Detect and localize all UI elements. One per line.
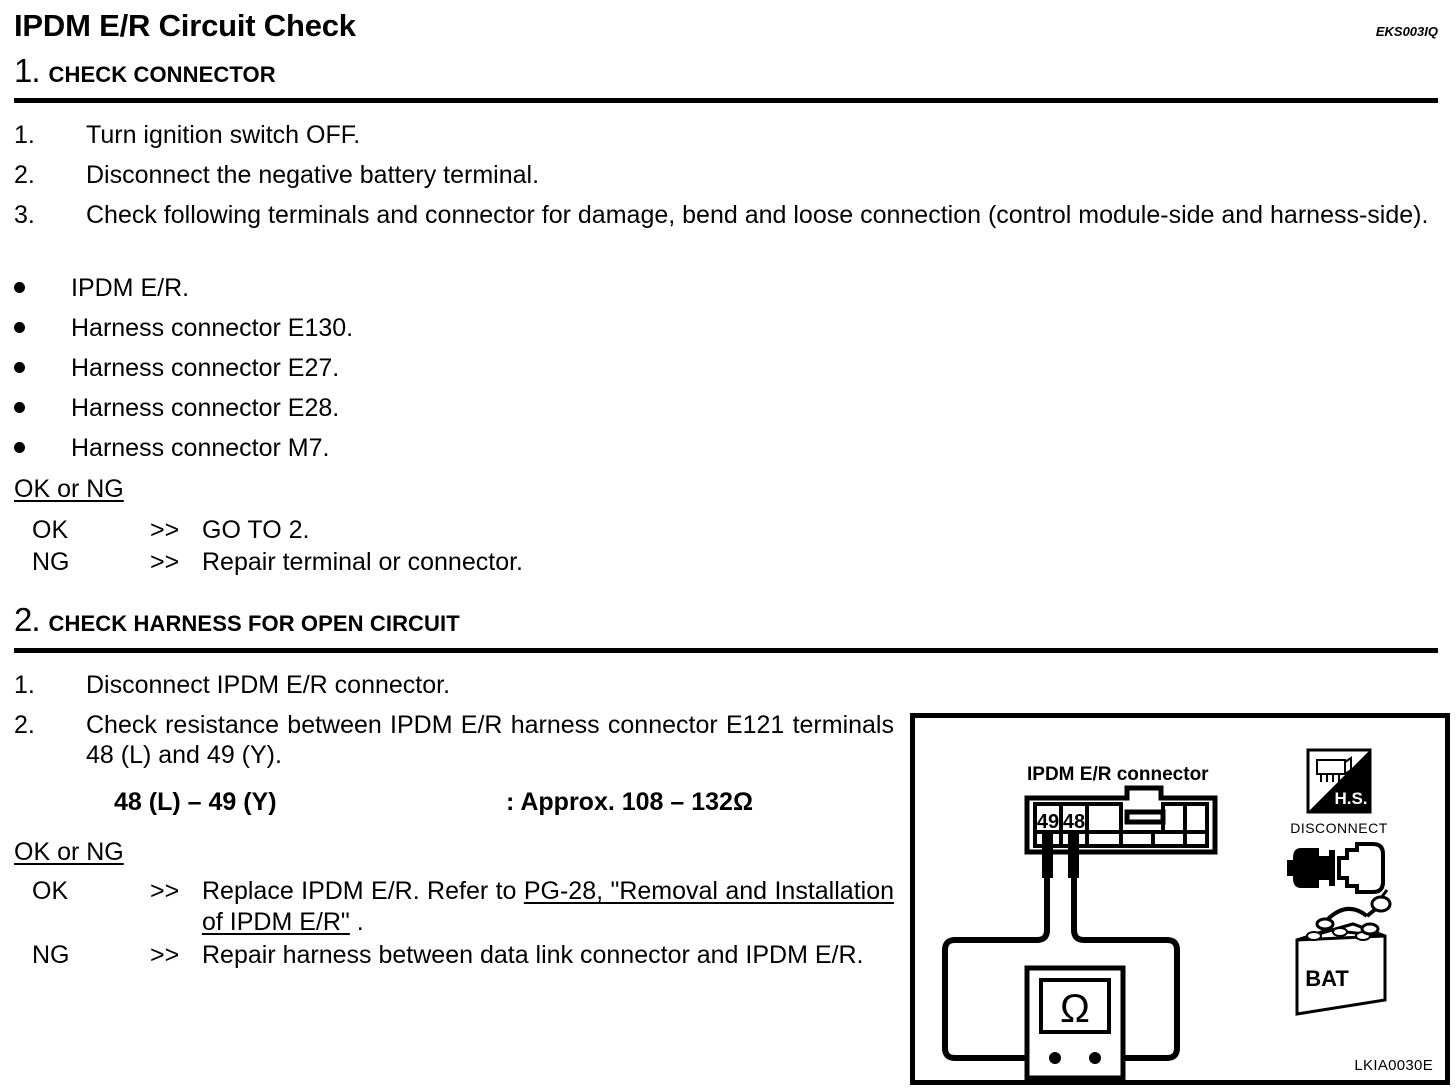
bullet-item: Harness connector E27. (14, 353, 339, 383)
section-1-result-ng: NG >> Repair terminal or connector. (32, 547, 1032, 578)
result-text-after: . (349, 908, 364, 936)
bullet-item: IPDM E/R. (14, 273, 189, 303)
ipdm-connector-graphic: 49 48 (1024, 785, 1218, 855)
diagram-svg: 49 48 Ω (942, 748, 1392, 1080)
wiring-diagram-figure: IPDM E/R connector 49 48 (910, 713, 1450, 1085)
pin-label-48: 48 (1063, 811, 1085, 833)
section-1-divider (14, 98, 1438, 103)
result-label: OK (32, 877, 69, 905)
section-1-number: 1. (14, 52, 41, 89)
bullet-dot-icon (14, 362, 25, 373)
step-marker: 1. (14, 121, 35, 149)
step-text: Turn ignition switch OFF. (86, 121, 361, 149)
result-arrow: >> (150, 516, 180, 544)
section-2-step-1: 1. Disconnect IPDM E/R connector. (14, 670, 894, 700)
step-marker: 1. (14, 671, 35, 699)
spec-terminals: 48 (L) – 49 (Y) (114, 788, 277, 816)
page-title: IPDM E/R Circuit Check (14, 8, 356, 43)
step-marker: 2. (14, 711, 35, 739)
section-2-heading: 2. CHECK HARNESS FOR OPEN CIRCUIT (14, 603, 460, 637)
bullet-dot-icon (14, 282, 25, 293)
result-label: NG (32, 548, 70, 576)
section-2-divider (14, 648, 1438, 653)
meter-terminal-left (1049, 1052, 1061, 1064)
section-1-step-2: 2. Disconnect the negative battery termi… (14, 160, 1438, 190)
hs-icon: H.S. (1306, 748, 1372, 814)
test-probes (1042, 830, 1079, 878)
section-2-result-ok: OK >> Replace IPDM E/R. Refer to PG-28, … (32, 876, 894, 938)
battery-label: BAT (1305, 966, 1349, 991)
spec-value: : Approx. 108 – 132Ω (506, 788, 753, 816)
step-text: Check following terminals and connector … (86, 201, 1429, 229)
result-text-before: Replace IPDM E/R. Refer to (202, 877, 524, 905)
section-1-result-ok: OK >> GO TO 2. (32, 515, 1032, 546)
bullet-text: IPDM E/R. (71, 274, 190, 302)
step-text: Check resistance between IPDM E/R harnes… (86, 711, 894, 769)
section-1-step-3: 3. Check following terminals and connect… (14, 200, 1438, 230)
result-text: Replace IPDM E/R. Refer to PG-28, "Remov… (202, 876, 894, 938)
step-text: Disconnect the negative battery terminal… (86, 161, 540, 189)
result-arrow: >> (150, 548, 180, 576)
step-marker: 3. (14, 201, 35, 229)
result-text: Repair terminal or connector. (202, 548, 523, 576)
section-1-heading: 1. CHECK CONNECTOR (14, 54, 276, 88)
step-text: Disconnect IPDM E/R connector. (86, 671, 451, 699)
ohm-symbol: Ω (1060, 987, 1090, 1031)
bullet-text: Harness connector E28. (71, 394, 340, 422)
bullet-text: Harness connector M7. (71, 434, 330, 462)
bullet-item: Harness connector E28. (14, 393, 339, 423)
section-1-judgement-heading: OK or NG (14, 475, 124, 503)
result-arrow: >> (150, 877, 180, 905)
meter-terminal-right (1089, 1052, 1101, 1064)
result-label: NG (32, 941, 70, 969)
result-label: OK (32, 516, 69, 544)
section-2-judgement-heading: OK or NG (14, 838, 124, 866)
bullet-text: Harness connector E27. (71, 354, 340, 382)
bullet-dot-icon (14, 442, 25, 453)
bullet-item: Harness connector M7. (14, 433, 329, 463)
section-2-title: CHECK HARNESS FOR OPEN CIRCUIT (48, 611, 460, 636)
hs-icon-label: H.S. (1334, 789, 1367, 808)
reference-code: EKS003IQ (1375, 24, 1438, 39)
section-2-step-2: 2. Check resistance between IPDM E/R har… (14, 710, 894, 770)
section-2-number: 2. (14, 601, 41, 638)
bullet-item: Harness connector E130. (14, 313, 353, 343)
meter-leads (942, 878, 1180, 1061)
section-1-title: CHECK CONNECTOR (48, 62, 276, 87)
bullet-text: Harness connector E130. (71, 314, 354, 342)
reference-link[interactable]: PG-28, "Removal and Installation of IPDM… (202, 877, 894, 936)
bullet-dot-icon (14, 322, 25, 333)
ohmmeter-graphic: Ω (1024, 965, 1126, 1080)
bullet-dot-icon (14, 402, 25, 413)
result-arrow: >> (150, 941, 180, 969)
disconnect-icon: DISCONNECT (1287, 820, 1388, 894)
section-2-result-ng: NG >> Repair harness between data link c… (32, 940, 894, 971)
disconnect-label: DISCONNECT (1290, 820, 1388, 836)
battery-icon: BAT (1295, 889, 1392, 1016)
connector-label: IPDM E/R connector (1027, 764, 1209, 785)
figure-id: LKIA0030E (1354, 1057, 1433, 1074)
result-text: GO TO 2. (202, 516, 310, 544)
result-text: Repair harness between data link connect… (202, 941, 864, 969)
step-marker: 2. (14, 161, 35, 189)
pin-label-49: 49 (1037, 811, 1059, 833)
section-1-step-1: 1. Turn ignition switch OFF. (14, 120, 1438, 150)
